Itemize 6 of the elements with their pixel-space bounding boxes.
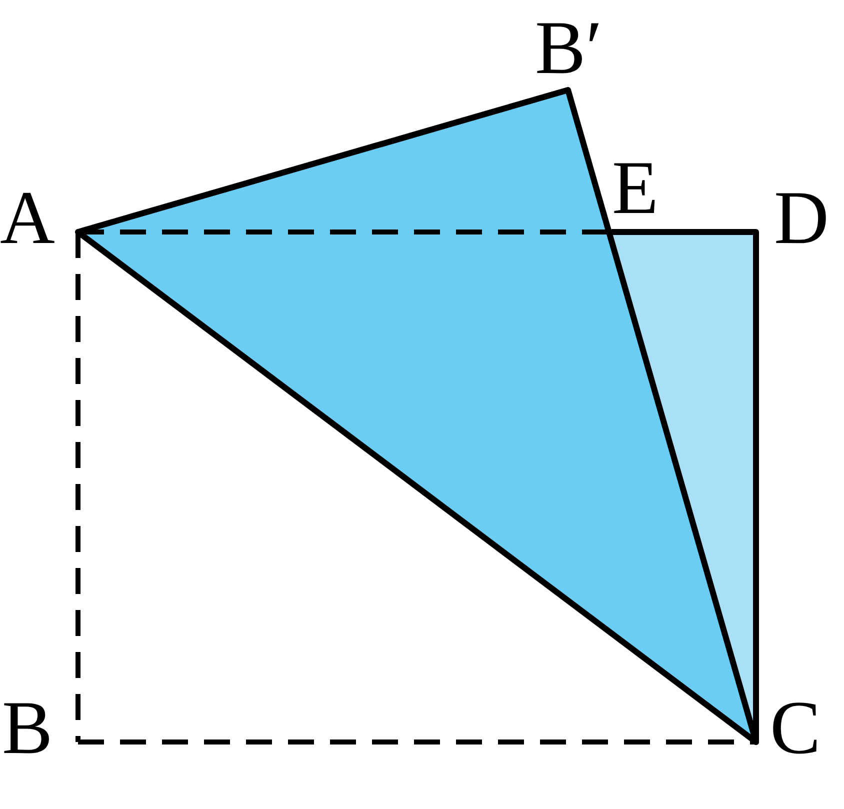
point-label: C xyxy=(770,690,821,766)
point-label: B′ xyxy=(535,10,602,86)
point-label: A xyxy=(0,180,55,256)
point-label: E xyxy=(612,150,658,226)
point-label: D xyxy=(774,180,829,256)
point-label: B xyxy=(2,690,53,766)
